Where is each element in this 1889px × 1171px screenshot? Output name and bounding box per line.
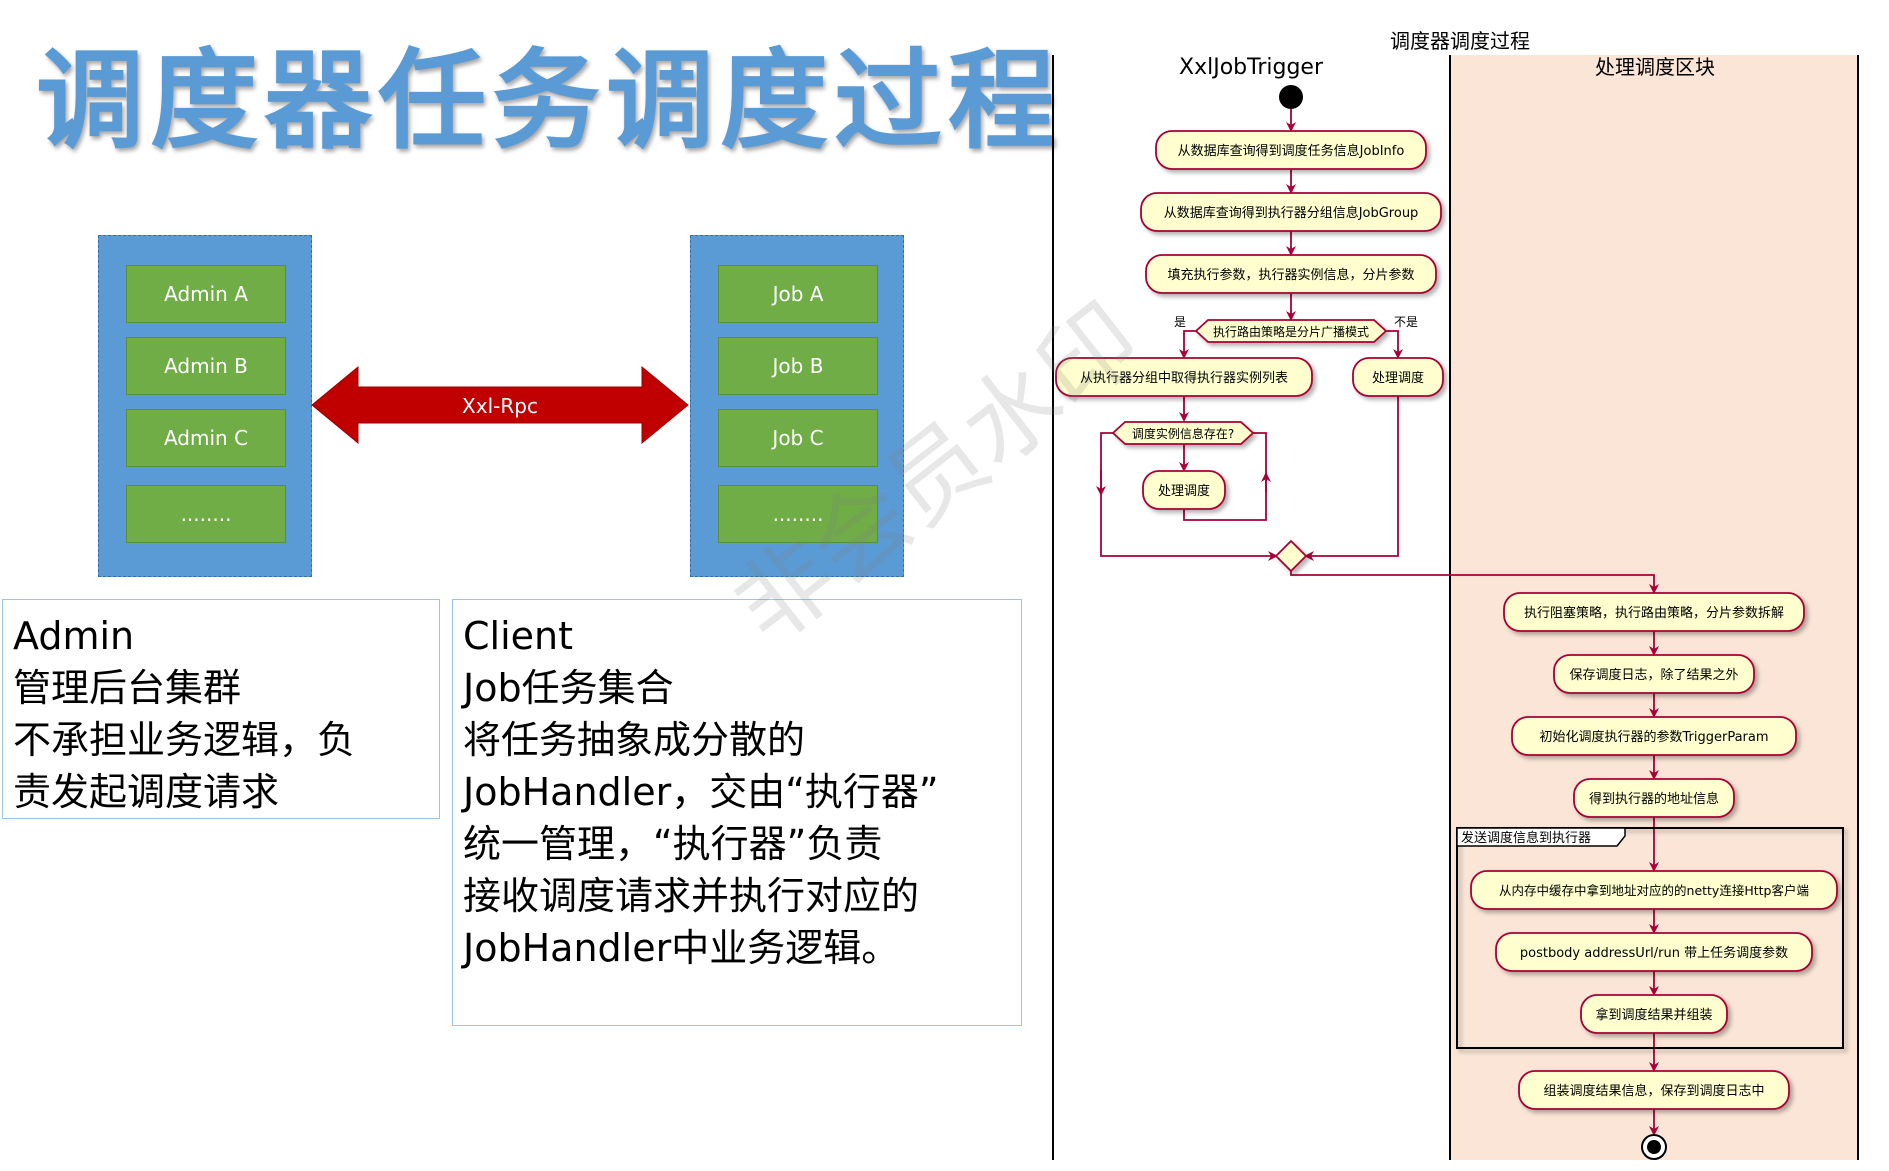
job-node-ellipsis: ........ xyxy=(718,485,878,543)
activity-node: postbody addressUrl/run 带上任务调度参数 xyxy=(1495,932,1813,972)
client-box-line: Client xyxy=(463,614,574,658)
activity-node: 从内存中缓存中拿到地址对应的的netty连接Http客户端 xyxy=(1470,870,1838,910)
activity-node: 保存调度日志，除了结果之外 xyxy=(1553,654,1755,694)
activity-label: 填充执行参数，执行器实例信息，分片参数 xyxy=(1167,267,1414,283)
activity-node: 拿到调度结果并组装 xyxy=(1580,994,1728,1034)
job-node: Job C xyxy=(718,409,878,467)
lane-left-title: XxlJobTrigger xyxy=(1179,55,1324,80)
activity-label: 从数据库查询得到执行器分组信息JobGroup xyxy=(1164,205,1419,221)
yes-label: 是 xyxy=(1174,315,1186,329)
activity-label: 得到执行器的地址信息 xyxy=(1589,791,1719,807)
activity-label: 执行阻塞策略，执行路由策略，分片参数拆解 xyxy=(1524,605,1784,621)
activity-label: postbody addressUrl/run 带上任务调度参数 xyxy=(1520,945,1788,961)
group-box: 发送调度信息到执行器 xyxy=(1456,827,1844,1049)
activity-node: 初始化调度执行器的参数TriggerParam xyxy=(1511,716,1797,756)
admin-description-box: Admin 管理后台集群 不承担业务逻辑，负 责发起调度请求 xyxy=(2,599,440,819)
rpc-arrow: Xxl-Rpc xyxy=(311,365,689,445)
activity-label: 处理调度 xyxy=(1372,370,1424,386)
decision-node: 调度实例信息存在? xyxy=(1111,421,1255,445)
admin-box-line: 责发起调度请求 xyxy=(13,770,280,814)
decision-label: 执行路由策略是分片广播模式 xyxy=(1213,324,1369,339)
client-box-line: JobHandler中业务逻辑。 xyxy=(463,926,900,970)
admin-box-line: Admin xyxy=(13,614,135,658)
no-label: 不是 xyxy=(1394,315,1418,329)
activity-label: 从数据库查询得到调度任务信息JobInfo xyxy=(1178,143,1405,159)
job-cluster: Job A Job B Job C ........ xyxy=(690,235,904,577)
activity-node: 处理调度 xyxy=(1142,470,1226,510)
activity-label: 保存调度日志，除了结果之外 xyxy=(1569,667,1738,683)
start-node xyxy=(1279,85,1303,109)
page-title: 调度器任务调度过程 xyxy=(36,39,1063,164)
lane-right-title: 处理调度区块 xyxy=(1595,55,1715,79)
activity-label: 处理调度 xyxy=(1158,483,1210,499)
activity-node: 得到执行器的地址信息 xyxy=(1573,778,1735,818)
decision-label: 调度实例信息存在? xyxy=(1132,426,1234,441)
flow-connectors xyxy=(1096,109,1659,1136)
activity-label: 初始化调度执行器的参数TriggerParam xyxy=(1539,729,1768,745)
client-box-line: 将任务抽象成分散的 xyxy=(463,718,806,762)
admin-box-line: 管理后台集群 xyxy=(13,666,242,710)
activity-label: 从执行器分组中取得执行器实例列表 xyxy=(1080,370,1288,386)
client-box-line: 统一管理，“执行器”负责 xyxy=(463,822,883,866)
admin-node: Admin A xyxy=(126,265,286,323)
diagram-title: 调度器调度过程 xyxy=(1390,29,1530,53)
client-box-line: JobHandler，交由“执行器” xyxy=(463,770,939,814)
admin-node: Admin C xyxy=(126,409,286,467)
activity-node: 从执行器分组中取得执行器实例列表 xyxy=(1055,357,1313,397)
activity-node: 执行阻塞策略，执行路由策略，分片参数拆解 xyxy=(1503,592,1805,632)
client-box-line: 接收调度请求并执行对应的 xyxy=(463,874,920,918)
admin-node: Admin B xyxy=(126,337,286,395)
end-node xyxy=(1641,1134,1667,1160)
rpc-label: Xxl-Rpc xyxy=(462,394,538,418)
activity-label: 从内存中缓存中拿到地址对应的的netty连接Http客户端 xyxy=(1499,883,1809,898)
admin-node-ellipsis: ........ xyxy=(126,485,286,543)
activity-node: 从数据库查询得到执行器分组信息JobGroup xyxy=(1140,192,1442,232)
activity-node: 组装调度结果信息，保存到调度日志中 xyxy=(1518,1070,1790,1110)
job-node: Job B xyxy=(718,337,878,395)
merge-node xyxy=(1274,539,1308,573)
client-box-line: Job任务集合 xyxy=(463,666,674,710)
group-label: 发送调度信息到执行器 xyxy=(1461,830,1591,846)
activity-label: 拿到调度结果并组装 xyxy=(1595,1007,1712,1023)
job-node: Job A xyxy=(718,265,878,323)
admin-box-line: 不承担业务逻辑，负 xyxy=(13,718,356,762)
activity-node: 从数据库查询得到调度任务信息JobInfo xyxy=(1155,130,1427,170)
admin-cluster: Admin A Admin B Admin C ........ xyxy=(98,235,312,577)
decision-node: 执行路由策略是分片广播模式 xyxy=(1194,319,1388,343)
activity-node: 处理调度 xyxy=(1352,357,1444,397)
activity-label: 组装调度结果信息，保存到调度日志中 xyxy=(1543,1083,1764,1099)
activity-node: 填充执行参数，执行器实例信息，分片参数 xyxy=(1145,254,1437,294)
client-description-box: Client Job任务集合 将任务抽象成分散的 JobHandler，交由“执… xyxy=(452,599,1022,1026)
